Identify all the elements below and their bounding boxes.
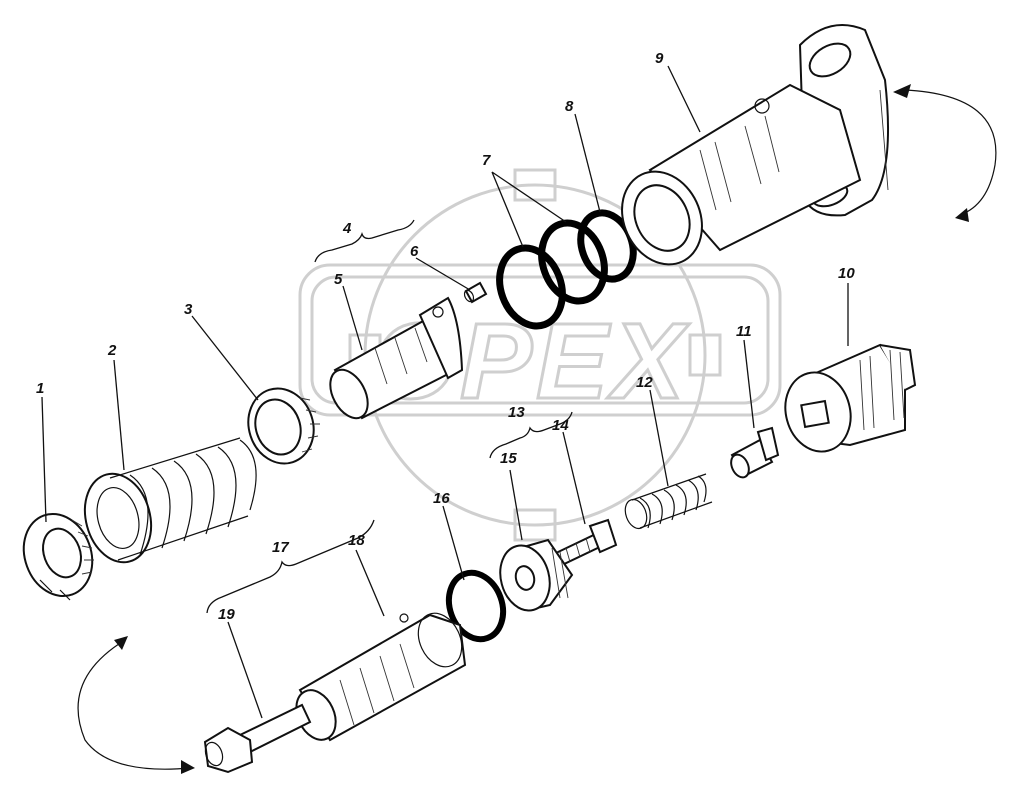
part-11-valve bbox=[730, 426, 780, 479]
part-6-pin bbox=[463, 281, 488, 304]
callout-17: 17 bbox=[272, 539, 289, 556]
callout-5: 5 bbox=[334, 271, 343, 288]
callout-12: 12 bbox=[636, 374, 653, 391]
callout-2: 2 bbox=[107, 342, 117, 359]
part-10-fitting bbox=[784, 343, 917, 453]
bracket-17 bbox=[206, 519, 375, 614]
bracket-4 bbox=[314, 219, 415, 263]
callout-14: 14 bbox=[552, 417, 569, 434]
part-7-o-rings bbox=[496, 219, 608, 330]
leader-lines bbox=[41, 65, 849, 719]
part-14-stem bbox=[554, 518, 618, 567]
callout-9: 9 bbox=[655, 50, 664, 67]
part-18-19-plunger bbox=[203, 612, 467, 774]
callout-1: 1 bbox=[36, 380, 44, 397]
callout-3: 3 bbox=[184, 301, 193, 318]
callout-10: 10 bbox=[838, 265, 855, 282]
callout-6: 6 bbox=[410, 243, 419, 260]
callout-7: 7 bbox=[482, 152, 491, 169]
callout-4: 4 bbox=[342, 220, 352, 237]
callout-8: 8 bbox=[565, 98, 574, 115]
callout-13: 13 bbox=[508, 404, 525, 421]
part-16-o-ring bbox=[445, 569, 507, 643]
part-1-snap-ring bbox=[22, 512, 94, 601]
part-12-spring bbox=[624, 473, 713, 530]
bracket-13 bbox=[489, 411, 573, 459]
part-3-washer bbox=[247, 387, 320, 465]
callout-11: 11 bbox=[736, 323, 752, 340]
callout-18: 18 bbox=[348, 532, 365, 549]
part-9-housing bbox=[621, 24, 889, 266]
callout-15: 15 bbox=[500, 450, 517, 467]
part-5-sleeve bbox=[329, 296, 464, 420]
rotation-arrow-bottom bbox=[77, 636, 195, 774]
callout-16: 16 bbox=[433, 490, 450, 507]
part-15-seat bbox=[499, 538, 574, 612]
callout-labels: 1 2 3 4 5 6 7 8 9 10 11 12 13 14 15 16 1… bbox=[36, 50, 855, 623]
callout-19: 19 bbox=[218, 606, 235, 623]
part-2-spring bbox=[83, 437, 257, 564]
rotation-arrow-top bbox=[893, 84, 997, 222]
